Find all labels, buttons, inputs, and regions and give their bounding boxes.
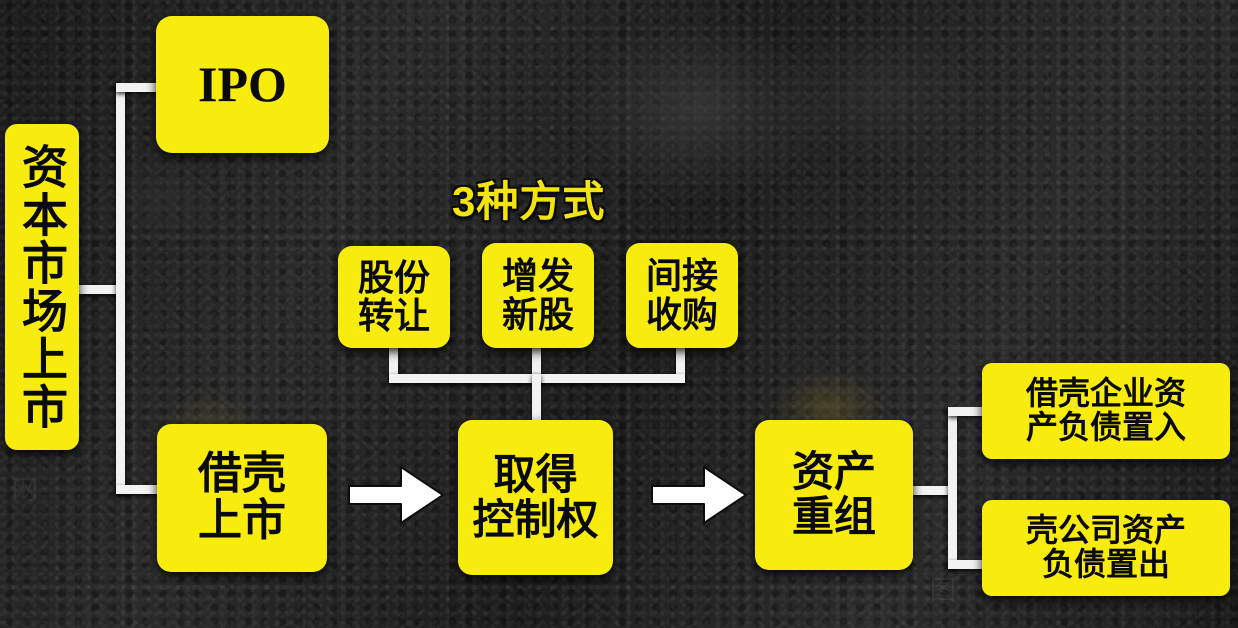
wire-branch-to-backdoor-listing (116, 485, 164, 494)
node-label-line2: 负债置出 (1041, 546, 1170, 582)
node-assets-divested[interactable]: 壳公司资产 负债置出 (982, 500, 1230, 596)
node-label-line1: 壳公司资产 (1025, 512, 1186, 549)
arrow-control-to-restructure (651, 466, 747, 524)
wire-indirect-acquisition-drop (676, 344, 685, 382)
wire-restructure-stub (908, 486, 956, 495)
node-capital-market-listing[interactable]: 资本市场上市 (5, 124, 79, 450)
node-label-line1: 股份 (357, 256, 430, 298)
node-label-line2: 转让 (357, 295, 430, 336)
node-label-line1: 借壳 (198, 449, 286, 499)
watermark-glyph: 网 (12, 475, 39, 505)
node-label-line2: 产负债置入 (1025, 409, 1186, 445)
node-label-line1: 增发 (501, 255, 574, 297)
node-label-line2: 重组 (791, 493, 876, 540)
wire-capital-market-stub (79, 285, 125, 294)
node-assets-injected[interactable]: 借壳企业资 产负债置入 (982, 363, 1230, 459)
watermark-glyph: 图 (930, 575, 957, 605)
node-label-line2: 收购 (645, 293, 718, 335)
node-label-line1: 取得 (493, 450, 578, 498)
wire-new-shares-drop (532, 344, 541, 382)
wire-branch-to-assets-divested (948, 560, 990, 569)
wire-branch-to-assets-injected (948, 407, 990, 416)
node-indirect-acquisition[interactable]: 间接 收购 (626, 243, 738, 348)
wire-capital-market-spine (116, 83, 125, 494)
wire-restructure-spine (948, 407, 957, 569)
node-new-share-issuance[interactable]: 增发 新股 (482, 243, 594, 348)
node-label-line2: 控制权 (472, 495, 599, 543)
wire-share-transfer-drop (389, 344, 398, 382)
wire-rail-to-control-rights (532, 374, 541, 426)
node-ipo[interactable]: IPO (156, 16, 329, 153)
node-label: 资本市场上市 (16, 143, 68, 431)
node-label-line2: 上市 (198, 496, 286, 545)
node-label-line1: 间接 (645, 255, 718, 297)
node-share-transfer[interactable]: 股份 转让 (338, 246, 450, 348)
node-label: IPO (198, 56, 287, 112)
section-title-three-methods: 3种方式 (452, 178, 606, 225)
node-backdoor-listing[interactable]: 借壳 上市 (157, 424, 327, 572)
node-label-line1: 借壳企业资 (1025, 375, 1186, 412)
node-label-line1: 资产 (791, 448, 876, 496)
wire-branch-to-ipo (116, 83, 162, 92)
node-asset-restructuring[interactable]: 资产 重组 (755, 420, 913, 570)
node-obtain-control-rights[interactable]: 取得 控制权 (458, 420, 613, 575)
arrow-backdoor-to-control (348, 466, 444, 524)
node-label-line2: 新股 (501, 293, 574, 335)
